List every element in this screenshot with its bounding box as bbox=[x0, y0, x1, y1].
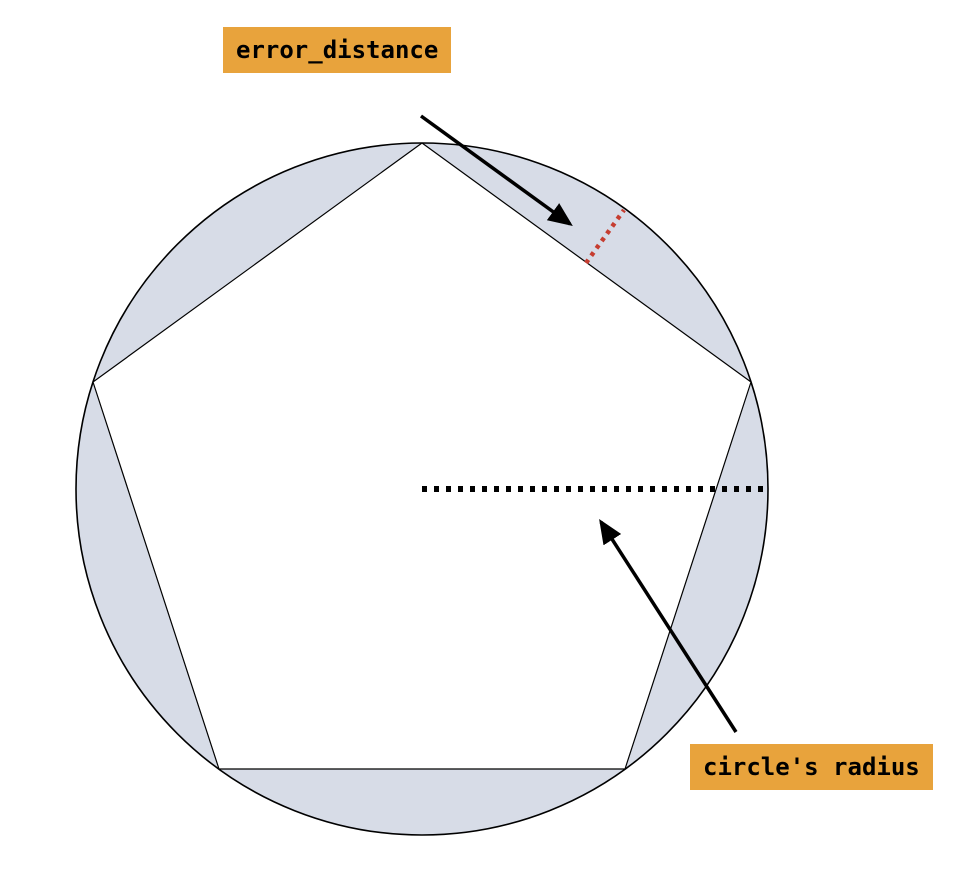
error-distance-segment bbox=[584, 208, 626, 265]
error-distance-label: error_distance bbox=[223, 27, 452, 73]
circle-radius-label: circle's radius bbox=[690, 744, 933, 790]
error-distance-arrow bbox=[419, 114, 573, 227]
inscribed-pentagon bbox=[92, 142, 752, 770]
radius-arrow bbox=[599, 519, 738, 733]
